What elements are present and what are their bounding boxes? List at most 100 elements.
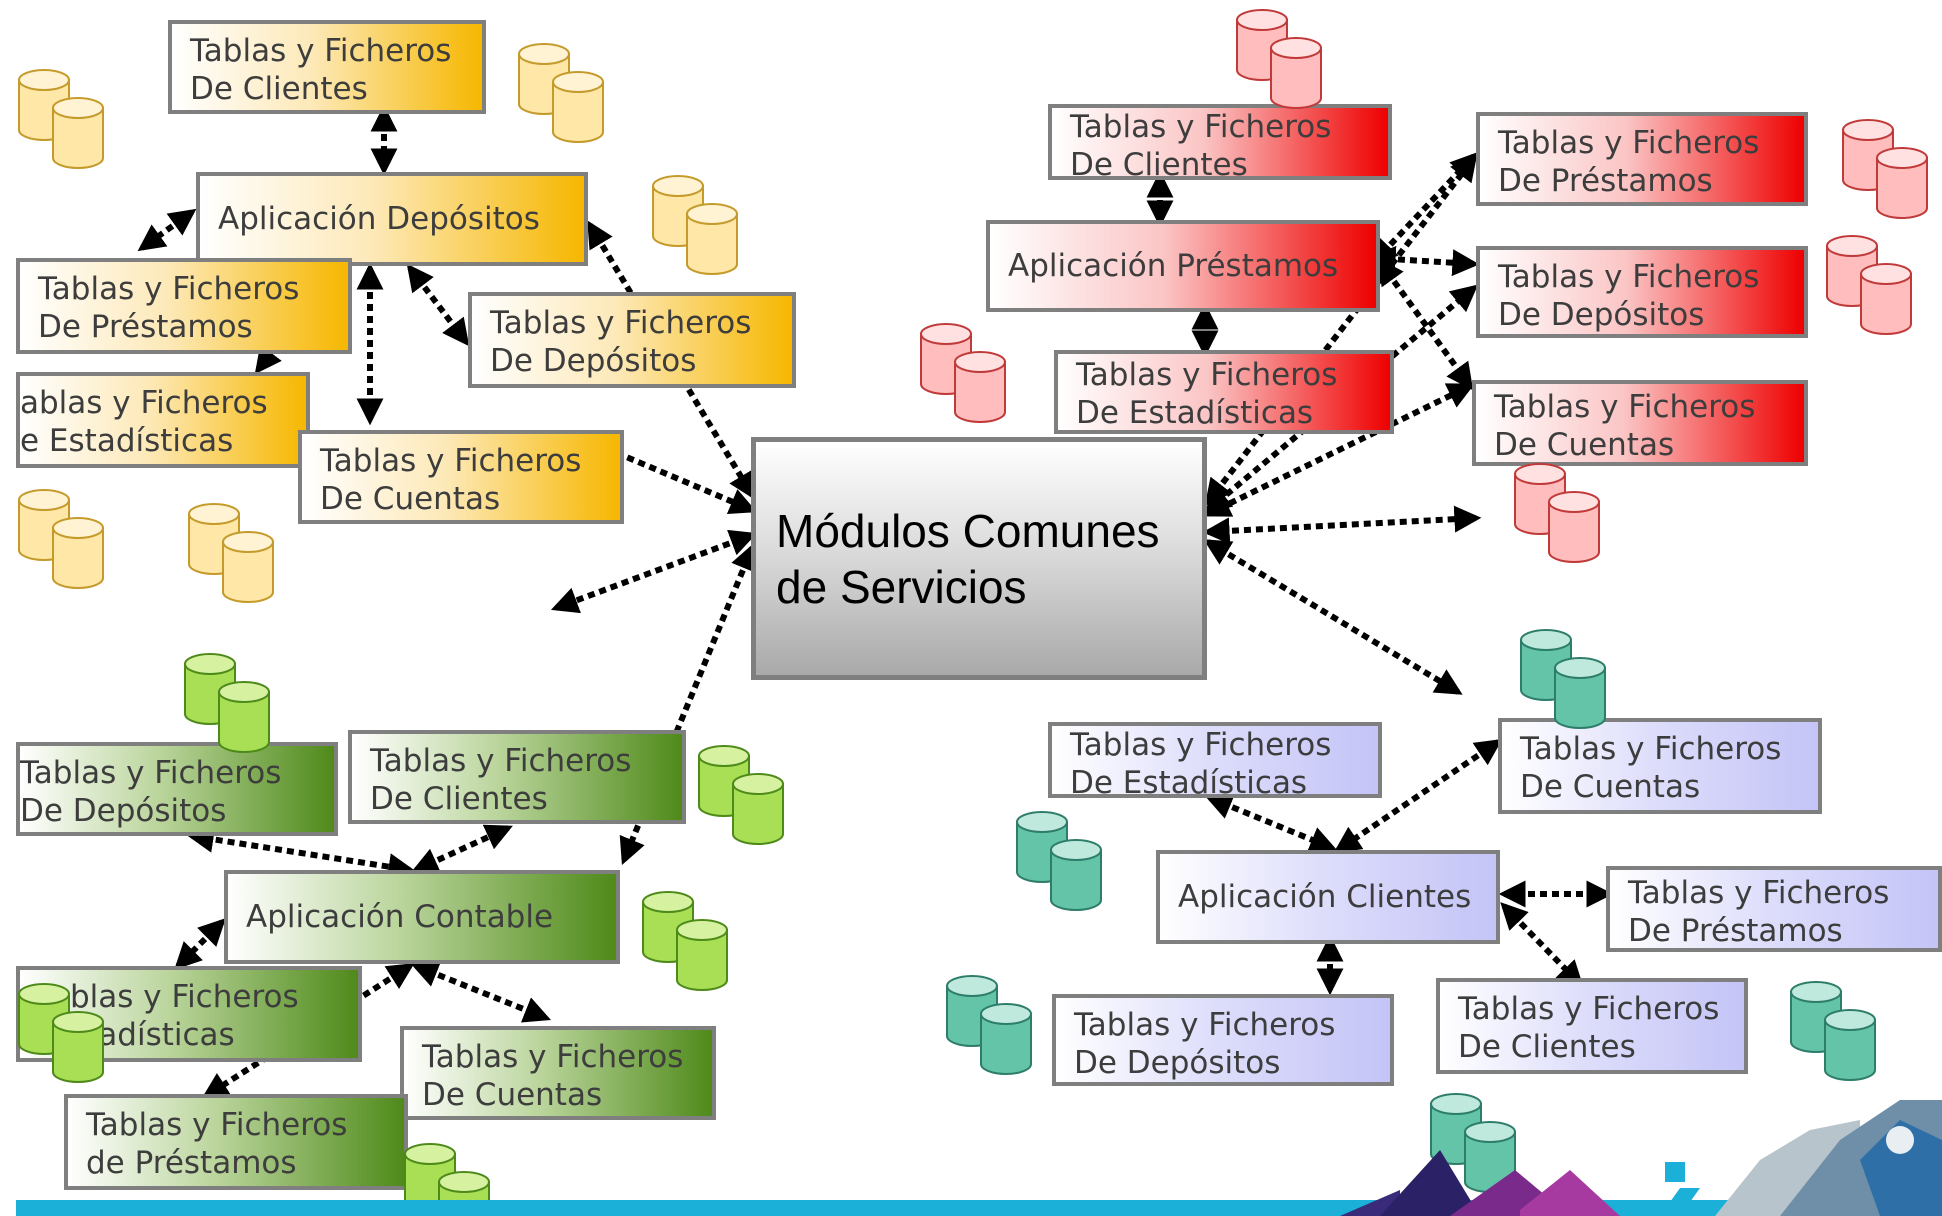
tabla-subtitle: De Cuentas <box>320 481 501 517</box>
tabla-title: Tablas y Ficheros <box>1494 389 1756 425</box>
tabla-prestamos-depositos: Tablas y Ficheros De Préstamos <box>16 258 352 354</box>
tabla-depositos-contable: Tablas y Ficheros De Depósitos <box>16 742 338 836</box>
tabla-subtitle: De Préstamos <box>38 309 253 345</box>
tabla-title: blas y Ficheros <box>70 979 299 1015</box>
tabla-subtitle: De Depósitos <box>490 343 697 379</box>
tabla-subtitle: De Préstamos <box>1498 163 1713 199</box>
tabla-subtitle: De Depósitos <box>20 793 227 829</box>
connector-clientes-clientes <box>1500 902 1584 988</box>
tabla-subtitle: De Depósitos <box>1498 297 1705 333</box>
tabla-estadisticas-prestamos: Tablas y Ficheros De Estadísticas <box>1054 350 1394 434</box>
database-icon <box>946 975 1032 1075</box>
tabla-subtitle: De Clientes <box>370 781 548 817</box>
tabla-subtitle: De Depósitos <box>1074 1045 1281 1081</box>
database-icon <box>642 891 728 991</box>
connector-prestamos-depositos <box>1368 245 1480 277</box>
tabla-subtitle: De Clientes <box>190 71 368 107</box>
tabla-subtitle: De Cuentas <box>422 1077 603 1113</box>
modulos-comunes-servicios: Módulos Comunes de Servicios <box>751 437 1207 680</box>
tabla-title: Tablas y Ficheros <box>86 1107 348 1143</box>
database-icon <box>1016 811 1102 911</box>
app-prestamos: Aplicación Préstamos <box>986 220 1380 312</box>
tabla-clientes-prestamos: Tablas y Ficheros De Clientes <box>1048 104 1392 180</box>
connector-center-cuentas-tabla <box>1203 383 1475 517</box>
tabla-cuentas-prestamos: Tablas y Ficheros De Cuentas <box>1472 380 1808 466</box>
tabla-prestamos-contable: Tablas y Ficheros de Préstamos <box>64 1094 408 1190</box>
database-icon <box>184 653 270 753</box>
database-icon <box>1826 235 1912 335</box>
tabla-cuentas-contable: Tablas y Ficheros De Cuentas <box>400 1026 716 1120</box>
database-icon <box>188 503 274 603</box>
tabla-cuentas-depositos: Tablas y Ficheros De Cuentas <box>298 430 624 524</box>
app-label: Aplicación Préstamos <box>1008 248 1339 284</box>
tabla-subtitle: De Clientes <box>1458 1029 1636 1065</box>
database-icon <box>18 489 104 589</box>
connector-contable-depositos <box>186 825 416 881</box>
database-icon <box>1236 9 1322 109</box>
tabla-title: ablas y Ficheros <box>20 385 268 421</box>
tabla-subtitle: De Clientes <box>1070 147 1248 180</box>
tabla-clientes-clientes: Tablas y Ficheros De Clientes <box>1436 978 1748 1074</box>
tabla-subtitle: De Cuentas <box>1494 427 1675 463</box>
tabla-estadisticas-depositos: ablas y Ficheros e Estadísticas <box>16 372 310 468</box>
center-line-1: Módulos Comunes <box>776 505 1160 557</box>
database-icon <box>698 745 784 845</box>
tabla-title: Tablas y Ficheros <box>370 743 632 779</box>
connector-clientes-estadisticas <box>1205 793 1337 853</box>
database-icon <box>1514 463 1600 563</box>
tabla-title: Tablas y Ficheros <box>1520 731 1782 767</box>
app-label: Aplicación Clientes <box>1178 879 1472 915</box>
app-contable: Aplicación Contable <box>224 870 620 964</box>
connector-cuentas-center <box>567 429 757 515</box>
tabla-title: Tablas y Ficheros <box>190 33 452 69</box>
database-icon <box>1520 629 1606 729</box>
connector-contable-estadisticas <box>174 918 226 970</box>
tabla-title: Tablas y Ficheros <box>1074 1007 1336 1043</box>
tabla-title: Tablas y Ficheros <box>320 443 582 479</box>
connector-center-empty-right <box>1202 505 1482 545</box>
brand-logo-graphic <box>1340 1100 1942 1216</box>
tabla-subtitle: De Préstamos <box>1628 913 1843 949</box>
database-icon <box>1790 981 1876 1081</box>
database-icon <box>1842 119 1928 219</box>
tabla-subtitle: de Préstamos <box>86 1145 297 1181</box>
database-icon <box>18 69 104 169</box>
database-icon <box>518 43 604 143</box>
tabla-title: Tablas y Ficheros <box>1628 875 1890 911</box>
tabla-cuentas-clientes: Tablas y Ficheros De Cuentas <box>1498 718 1822 814</box>
tabla-title: Tablas y Ficheros <box>490 305 752 341</box>
tabla-depositos-prestamos: Tablas y Ficheros De Depósitos <box>1476 246 1808 338</box>
tabla-title: Tablas y Ficheros <box>20 755 282 791</box>
app-depositos: Aplicación Depósitos <box>196 172 588 266</box>
connector-depositos-depositos <box>406 263 470 347</box>
tabla-depositos-clientes: Tablas y Ficheros De Depósitos <box>1052 994 1394 1086</box>
tabla-title: Tablas y Ficheros <box>1076 357 1338 393</box>
database-icon <box>920 323 1006 423</box>
tabla-subtitle: De Estadísticas <box>1076 395 1314 431</box>
connector-clientes-cuentas <box>1333 738 1503 854</box>
connector-depositos-prestamos <box>137 208 197 252</box>
tabla-prestamos-clientes: Tablas y Ficheros De Préstamos <box>1606 866 1942 952</box>
tabla-clientes-depositos: Tablas y Ficheros De Clientes <box>168 20 486 114</box>
tabla-title: Tablas y Ficheros <box>422 1039 684 1075</box>
database-icon <box>1430 1093 1516 1193</box>
app-label: Aplicación Contable <box>246 899 554 935</box>
tabla-title: Tablas y Ficheros <box>1498 125 1760 161</box>
connector-center-empty-left <box>550 529 758 614</box>
connector-contable-cuentas <box>410 961 552 1023</box>
tabla-prestamos-prestamos: Tablas y Ficheros De Préstamos <box>1476 112 1808 206</box>
tabla-title: Tablas y Ficheros <box>1070 727 1332 763</box>
tabla-title: Tablas y Ficheros <box>1458 991 1720 1027</box>
tabla-title: Tablas y Ficheros <box>38 271 300 307</box>
connector-center-clientes-area <box>1203 539 1463 695</box>
tabla-title: Tablas y Ficheros <box>1070 109 1332 145</box>
app-label: Aplicación Depósitos <box>218 201 540 237</box>
center-line-2: de Servicios <box>776 561 1027 613</box>
app-clientes: Aplicación Clientes <box>1156 850 1500 944</box>
connector-contable-clientes <box>411 824 513 874</box>
database-icon <box>18 983 104 1083</box>
tabla-clientes-contable: Tablas y Ficheros De Clientes <box>348 730 686 824</box>
tabla-estadisticas-clientes: Tablas y Ficheros De Estadísticas <box>1048 722 1382 798</box>
tabla-title: Tablas y Ficheros <box>1498 259 1760 295</box>
